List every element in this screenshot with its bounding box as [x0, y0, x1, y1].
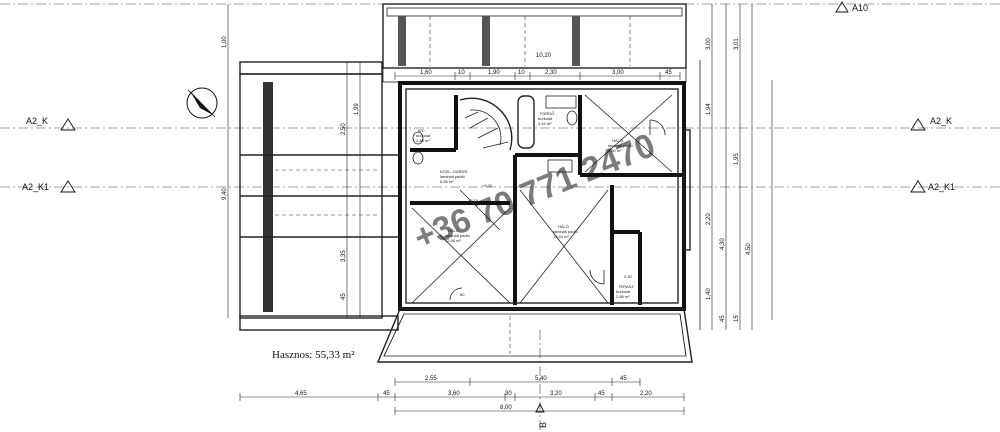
bathroom-fixtures [412, 95, 578, 173]
svg-text:4,44 m²: 4,44 m² [538, 121, 552, 126]
room-label-kozl: KÖZL.-GARDR. laminált padló 6,56 m² [440, 169, 468, 184]
dim-right-10: 15 [734, 315, 740, 322]
dim-right-5: 2,20 [706, 213, 712, 225]
dim-bottom-2-2: 45 [383, 391, 390, 397]
dim-top-1: 1,60 [420, 70, 432, 76]
dim-bottom-2-1: 4,65 [295, 391, 307, 397]
svg-text:laminált padló: laminált padló [440, 174, 465, 179]
svg-text:A10: A10 [852, 3, 868, 13]
level-marker-a10: A10 [835, 1, 868, 13]
svg-text:laminált padló: laminált padló [445, 233, 470, 238]
dim-right-4: 1,95 [734, 153, 740, 165]
svg-text:2,88 m²: 2,88 m² [416, 138, 430, 143]
room-label-fsz: FÜRDŐ burkolat 4,44 m² [538, 111, 554, 126]
dim-right-7: 4,50 [746, 243, 752, 255]
svg-text:burkolat: burkolat [616, 289, 631, 294]
area-label: Hasznos: 55,33 m² [272, 349, 355, 361]
svg-text:15,44 m²: 15,44 m² [553, 234, 569, 239]
svg-text:burkolat: burkolat [416, 133, 431, 138]
section-marker-b: B [535, 330, 548, 432]
dim-bottom-2-3: 3,60 [448, 391, 460, 397]
dim-left-1: 1,00 [222, 36, 228, 48]
section-marker-right-a2k: A2_K [910, 116, 952, 131]
dim-left-6: 45 [341, 293, 347, 300]
svg-text:HÁLÓ: HÁLÓ [558, 224, 569, 229]
svg-text:+3,15: +3,15 [468, 198, 479, 203]
dim-right-2: 3,01 [734, 38, 740, 50]
svg-text:TERASZ: TERASZ [618, 284, 634, 289]
svg-text:2,88 m²: 2,88 m² [616, 294, 630, 299]
dim-bottom-1-2: 5,40 [535, 376, 547, 382]
svg-text:FÜRDŐ: FÜRDŐ [540, 111, 554, 116]
svg-text:9,60 m²: 9,60 m² [608, 148, 622, 153]
phone-watermark: +36 70 771 2470 [409, 126, 661, 257]
dimension-left: 1,00 1,99 2,50 9,40 3,35 45 [222, 4, 361, 318]
svg-text:laminált padló: laminált padló [608, 143, 633, 148]
section-marker-left-a2k: A2_K [26, 116, 76, 131]
door-swings [449, 119, 666, 301]
dim-left-3: 2,50 [341, 123, 347, 135]
bottom-terrace [376, 308, 693, 363]
dim-bottom-2-7: 2,20 [640, 391, 652, 397]
dim-left-5: 3,35 [341, 250, 347, 262]
dim-right-6: 4,30 [720, 238, 726, 250]
dim-bottom-1-1: 2,55 [425, 376, 437, 382]
section-marker-left-a2k1: A2_K1 [22, 180, 76, 193]
svg-text:B: B [538, 422, 548, 428]
svg-text:A2_K: A2_K [26, 116, 48, 126]
dim-bottom-2-4: 30 [505, 391, 512, 397]
right-balcony-edge [683, 60, 701, 330]
svg-text:burkolat: burkolat [538, 116, 553, 121]
svg-text:+3,30: +3,30 [482, 183, 493, 188]
dim-top-4: 10 [518, 70, 525, 76]
svg-text:A2_K1: A2_K1 [928, 182, 955, 192]
svg-text:laminált padló: laminált padló [553, 229, 578, 234]
room-label-halo3: HÁLÓ laminált padló 9,60 m² [608, 138, 633, 153]
room-label-halo2: HÁLÓ laminált padló 15,44 m² [553, 224, 578, 239]
dim-left-2: 1,99 [354, 103, 360, 115]
dim-top-2: 10 [458, 70, 465, 76]
dim-right-3: 1,94 [706, 103, 712, 115]
room-label-wc: WC burkolat 2,88 m² [416, 128, 431, 143]
svg-text:HÁLÓ: HÁLÓ [612, 138, 623, 143]
dim-bottom-total: 8,00 [500, 405, 512, 411]
dim-bottom-2-6: 45 [598, 391, 605, 397]
gap-label: 2,40 [624, 274, 633, 279]
section-marker-right-a2k1: A2_K1 [910, 180, 955, 193]
dim-right-1: 3,00 [706, 38, 712, 50]
dim-left-4: 9,40 [222, 188, 228, 200]
north-arrow-icon [186, 87, 218, 119]
dimension-top: 1,60 10 1,90 10 2,30 3,00 45 10,20 [394, 53, 681, 80]
dim-right-8: 1,40 [706, 288, 712, 300]
dimension-right: 3,00 3,01 1,94 1,95 2,20 4,30 4,50 1,40 … [706, 4, 773, 330]
staircase: +3,30 +3,15 [459, 97, 513, 231]
dim-top-upper: 10,20 [536, 53, 552, 59]
svg-text:12,56 m²: 12,56 m² [445, 238, 461, 243]
dim-right-9: 45 [720, 315, 726, 322]
dim-bottom-2-5: 3,20 [550, 391, 562, 397]
room-label-terasz: TERASZ burkolat 2,88 m² [616, 284, 634, 299]
floor-label: 80 [460, 292, 465, 297]
dimension-bottom: 2,55 5,40 45 4,65 45 3,60 30 3,20 45 2,2… [239, 376, 685, 415]
svg-text:A2_K: A2_K [930, 116, 952, 126]
svg-text:KÖZL.-GARDR.: KÖZL.-GARDR. [440, 169, 468, 174]
svg-text:6,56 m²: 6,56 m² [440, 179, 454, 184]
svg-text:A2_K1: A2_K1 [22, 182, 49, 192]
dim-top-5: 2,30 [545, 70, 557, 76]
room-label-halo1: HÁLÓ laminált padló 12,56 m² [445, 228, 470, 243]
svg-text:HÁLÓ: HÁLÓ [448, 228, 459, 233]
dim-top-3: 1,90 [488, 70, 500, 76]
dim-bottom-1-3: 45 [620, 376, 627, 382]
room-diagonals [411, 94, 673, 304]
dim-top-6: 3,00 [612, 70, 624, 76]
dim-top-7: 45 [665, 70, 672, 76]
left-pergola [239, 61, 399, 331]
svg-text:WC: WC [418, 128, 425, 133]
